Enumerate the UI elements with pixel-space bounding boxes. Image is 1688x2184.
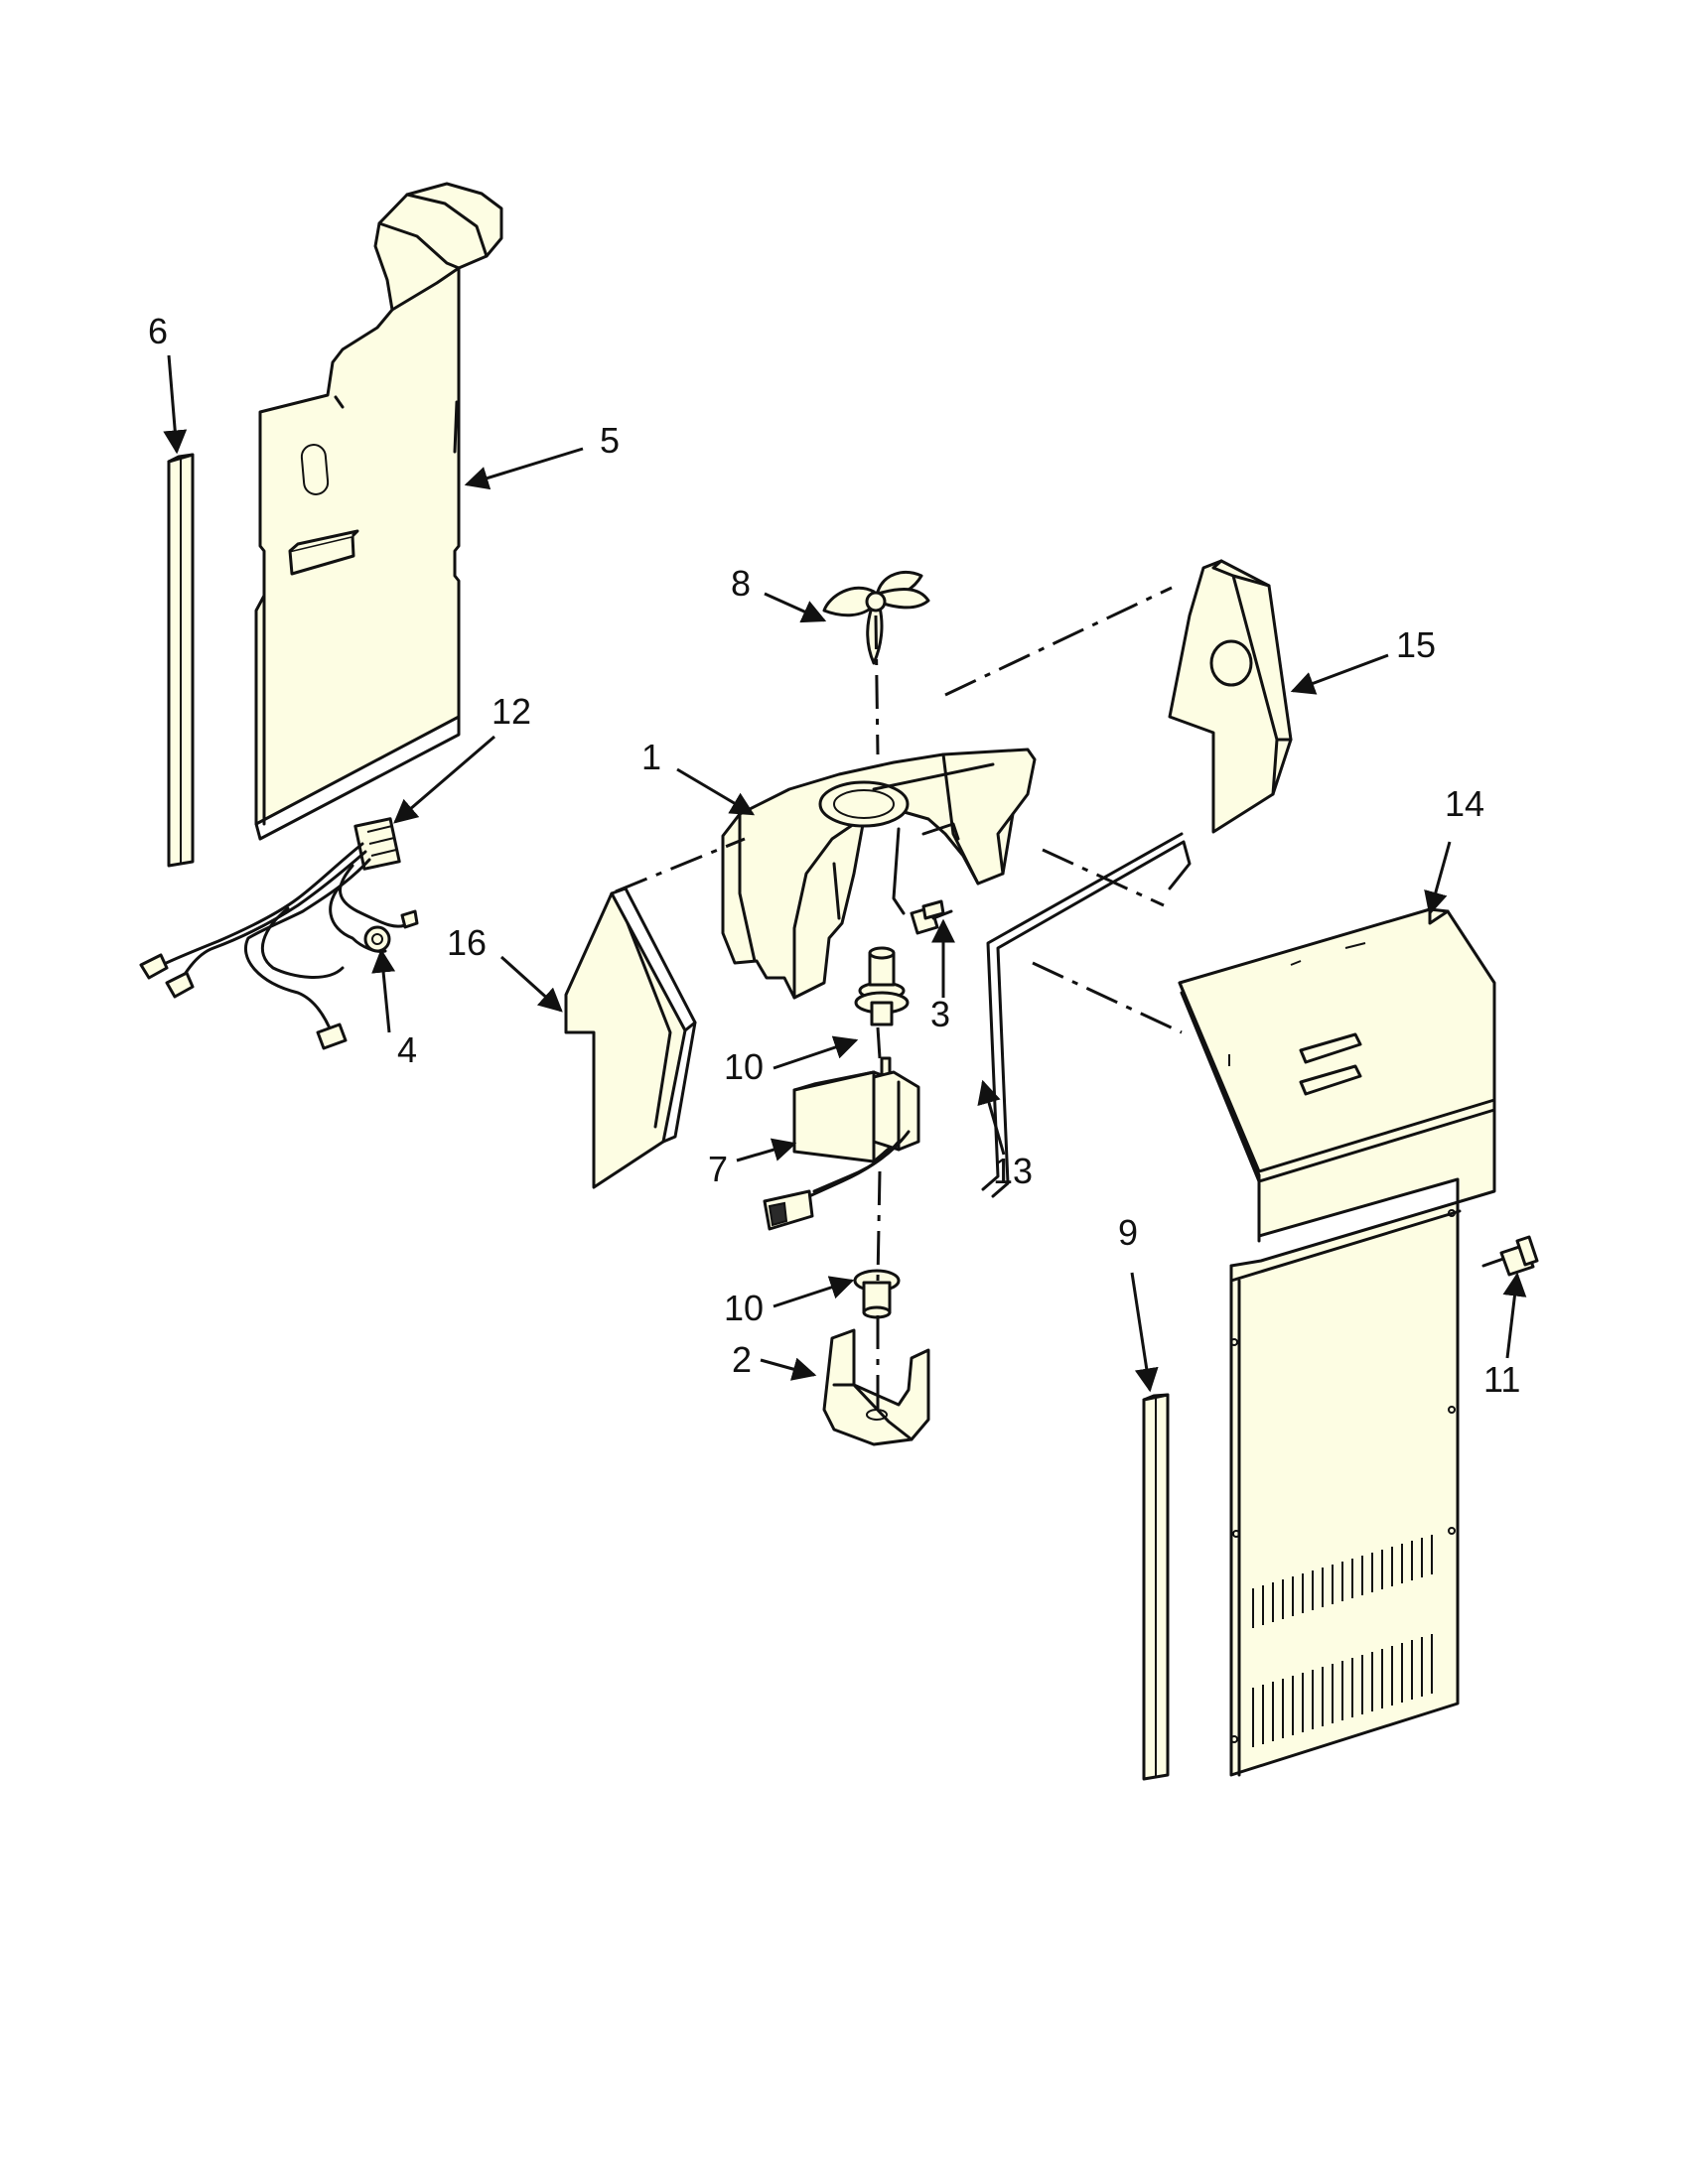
callout-6: 6 (148, 311, 168, 351)
callout-13: 13 (993, 1151, 1033, 1191)
part-2-motor-bracket (822, 1328, 930, 1446)
callout-7: 7 (708, 1149, 728, 1189)
part-11-screw (1481, 1235, 1539, 1277)
callout-9: 9 (1118, 1212, 1138, 1253)
part-10-grommet-upper (854, 946, 910, 1026)
part-3-screw (910, 899, 953, 935)
part-9-gasket-strip-right (1142, 1393, 1170, 1781)
part-5-air-duct (254, 182, 503, 841)
callout-12: 12 (492, 691, 531, 732)
callout-11: 11 (1483, 1359, 1520, 1400)
callout-4: 4 (397, 1029, 417, 1070)
part-15-side-panel-right (1168, 559, 1293, 834)
part-13-wire-bracket (981, 832, 1192, 1198)
callout-1: 1 (641, 737, 661, 777)
part-14-rear-panel (1178, 907, 1496, 1777)
callout-10-lower: 10 (724, 1288, 764, 1328)
callout-2: 2 (732, 1339, 752, 1380)
callout-5: 5 (600, 420, 620, 461)
part-16-side-panel-left (564, 887, 697, 1189)
part-10-grommet-lower (853, 1269, 901, 1319)
callout-16: 16 (447, 922, 487, 963)
callout-8: 8 (731, 563, 751, 604)
callout-14: 14 (1445, 783, 1484, 824)
part-4-grommet (363, 925, 391, 953)
callout-3: 3 (930, 994, 950, 1034)
callout-leaders (163, 354, 1527, 1393)
part-6-gasket-strip-left (167, 453, 195, 868)
part-7-fan-motor (763, 1056, 920, 1231)
assembly-guide-lines (615, 586, 1183, 1410)
part-12-wire-harness (139, 817, 419, 1050)
callout-labels: 6 5 8 15 12 1 14 16 3 4 10 13 7 9 11 10 … (148, 311, 1520, 1400)
vent-slots (1252, 1535, 1433, 1747)
callout-15: 15 (1396, 624, 1436, 665)
callout-10-upper: 10 (724, 1046, 764, 1087)
